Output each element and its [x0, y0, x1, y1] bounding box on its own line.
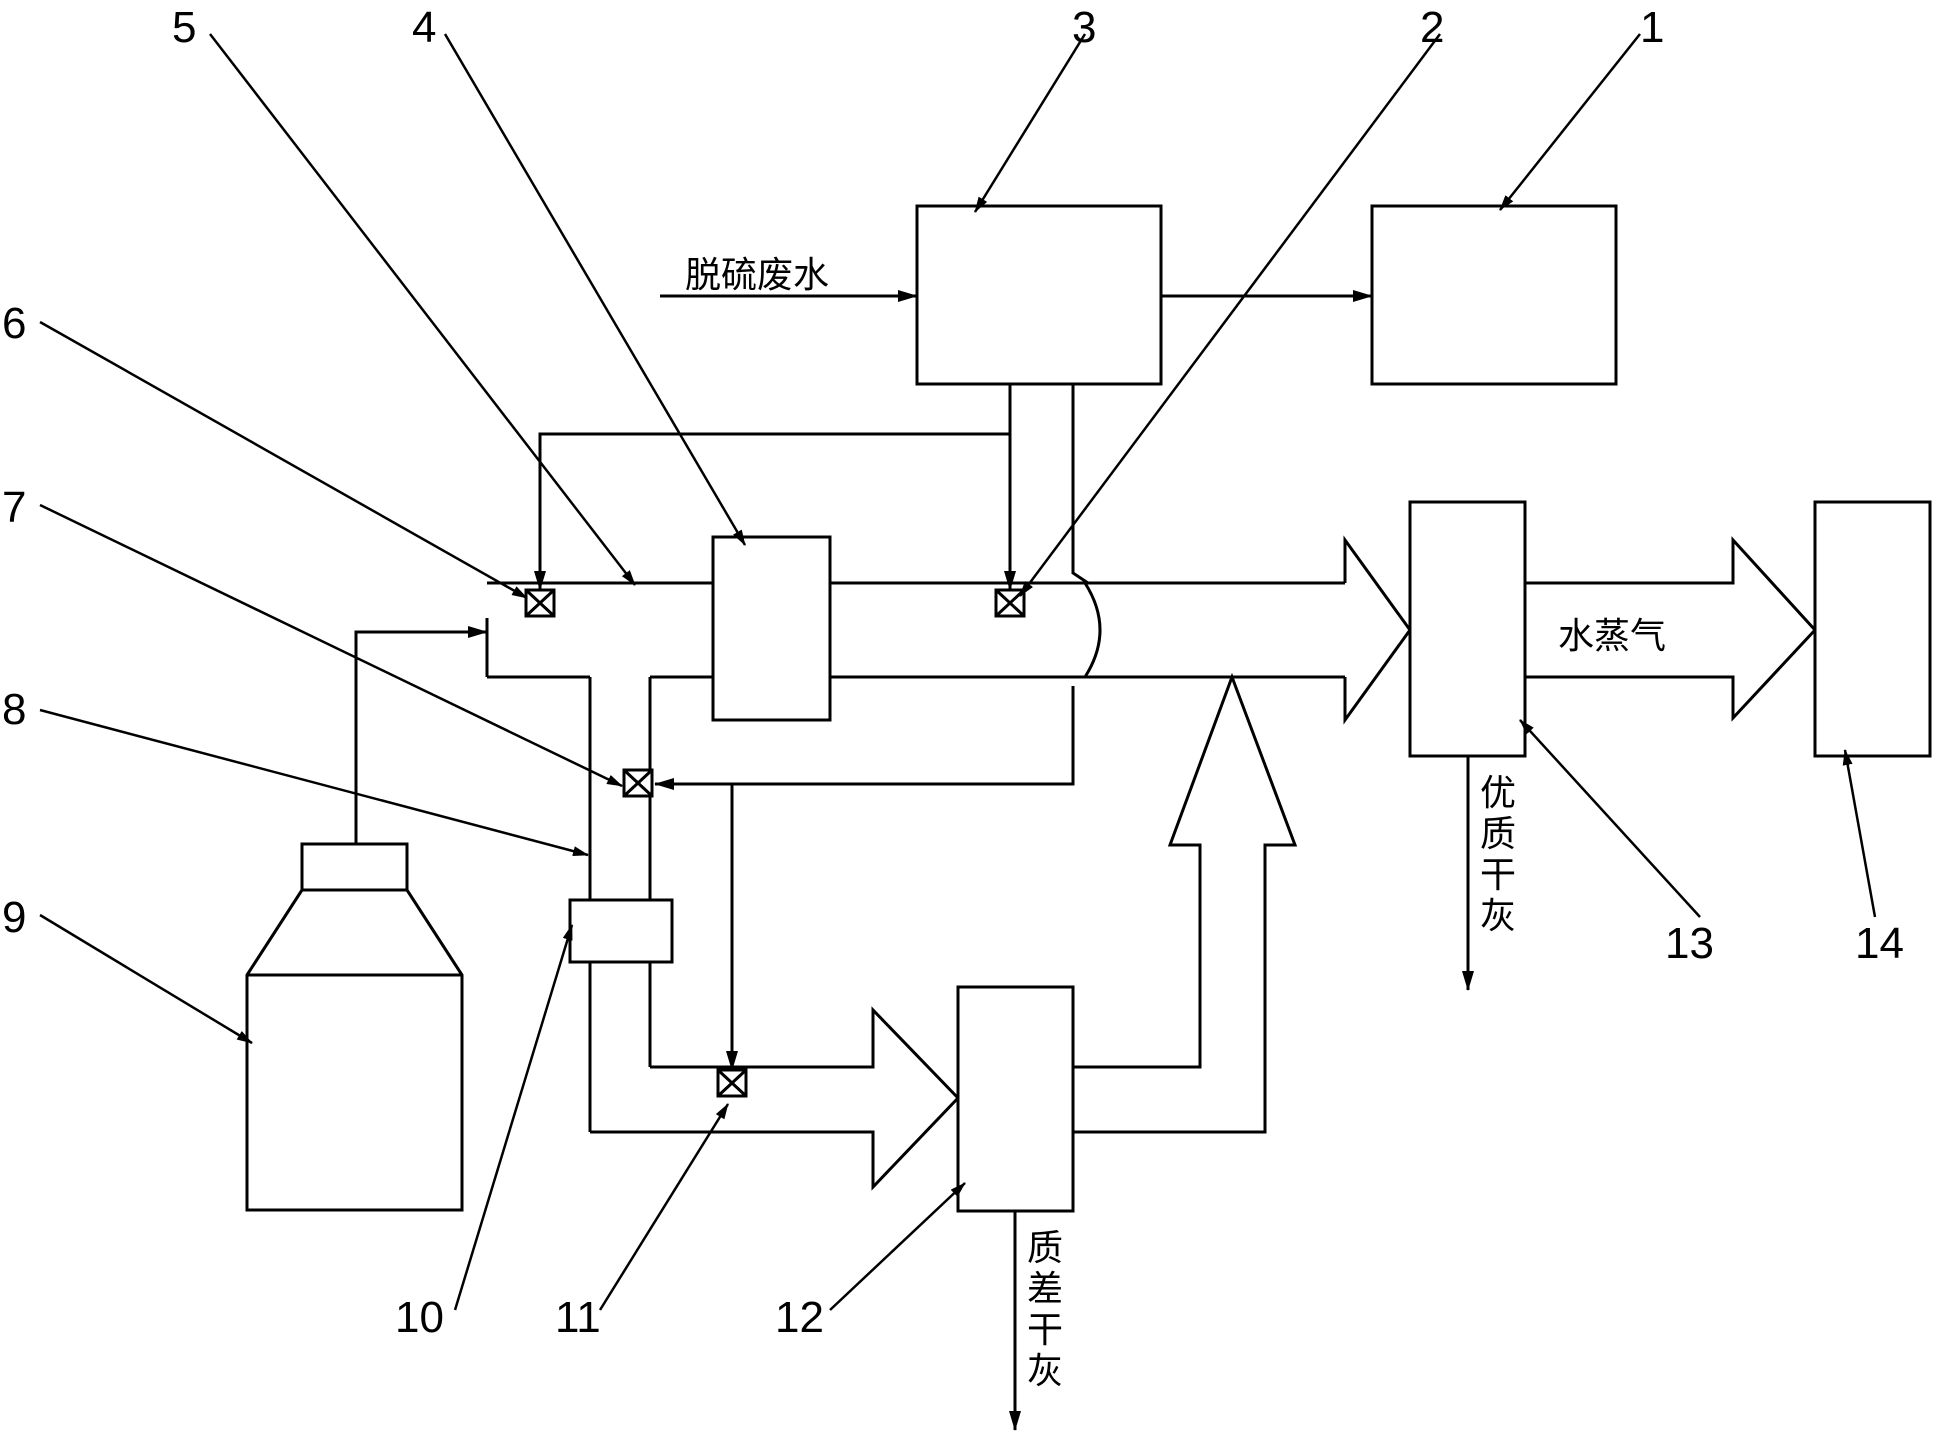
label-9: 9 [2, 893, 26, 942]
label-12: 12 [775, 1293, 824, 1342]
label-5: 5 [172, 3, 196, 52]
svg-text:灰: 灰 [1027, 1351, 1063, 1392]
good-ash-label: 优 质 干 灰 [1480, 773, 1516, 937]
svg-text:差: 差 [1027, 1269, 1063, 1310]
label-11: 11 [555, 1293, 601, 1342]
svg-text:干: 干 [1027, 1310, 1063, 1351]
svg-text:灰: 灰 [1480, 896, 1516, 937]
box-12 [956, 985, 1075, 1213]
box-14 [1813, 500, 1932, 758]
valve-6 [524, 588, 556, 618]
duct-arrow-to-12 [590, 1006, 961, 1191]
svg-text:质: 质 [1027, 1228, 1063, 1269]
svg-text:质: 质 [1480, 814, 1516, 855]
label-6: 6 [2, 299, 26, 348]
steam-label: 水蒸气 [1558, 616, 1666, 657]
box-3 [915, 204, 1163, 386]
label-4: 4 [412, 3, 436, 52]
flue-arrow-to-13 [1343, 535, 1412, 725]
valve-11 [716, 1068, 748, 1098]
poor-ash-label: 质 差 干 灰 [1027, 1228, 1063, 1392]
device-4 [711, 535, 832, 722]
device-10 [568, 898, 674, 964]
label-10: 10 [395, 1293, 444, 1342]
label-8: 8 [2, 685, 26, 734]
svg-text:优: 优 [1480, 773, 1516, 814]
label-1: 1 [1640, 3, 1664, 52]
return-arrow [1073, 672, 1298, 1134]
label-7: 7 [2, 483, 26, 532]
box-1 [1370, 204, 1618, 386]
box-13 [1408, 500, 1527, 758]
valve-7 [622, 768, 654, 798]
label-3: 3 [1072, 3, 1096, 52]
label-14: 14 [1855, 919, 1904, 968]
valve-2 [994, 588, 1026, 618]
label-13: 13 [1665, 919, 1714, 968]
svg-text:干: 干 [1480, 855, 1516, 896]
tank-9 [245, 842, 464, 1212]
wastewater-label: 脱硫废水 [685, 255, 829, 296]
label-2: 2 [1420, 3, 1444, 52]
